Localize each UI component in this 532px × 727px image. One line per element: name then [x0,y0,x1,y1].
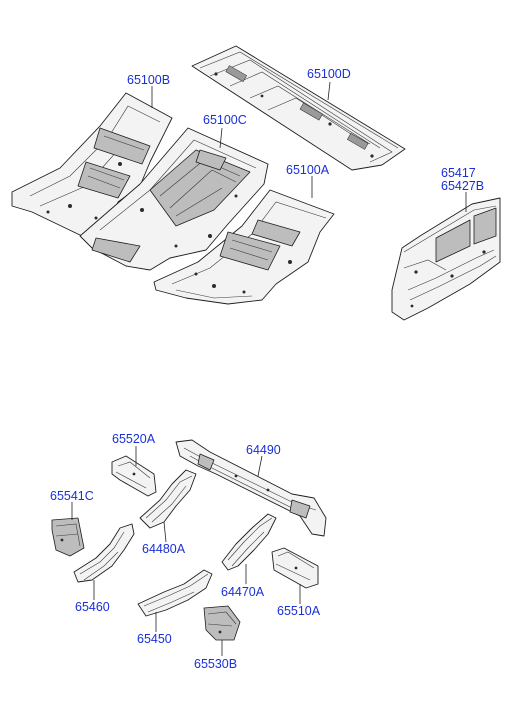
part-65450-rail [137,569,213,617]
label-65520A: 65520A [112,432,156,446]
part-65520A-bracket [111,455,157,497]
part-64490-crossmember [175,439,327,537]
label-65427B: 65427B [441,179,484,193]
part-65100D-panel [191,45,406,171]
label-65541C: 65541C [50,489,94,503]
label-65100C: 65100C [203,113,247,127]
part-65100A-panel [153,189,335,305]
part-64480A-rail [139,469,197,529]
part-65100C-panel [79,127,269,271]
label-65460: 65460 [75,600,110,614]
label-64480A: 64480A [142,542,186,556]
leader-64480A [163,521,167,543]
label-65100D: 65100D [307,67,351,81]
part-65541C-plate [51,517,85,557]
label-65510A: 65510A [277,604,321,618]
label-65530B: 65530B [194,657,237,671]
label-65100B: 65100B [127,73,170,87]
part-65510A-bracket [271,547,319,589]
label-64490: 64490 [246,443,281,457]
part-65460-rail [73,523,135,583]
leader-65100D [327,81,331,101]
part-64470A-member [221,513,277,571]
part-65100B-panel [11,92,173,237]
label-65450: 65450 [137,632,172,646]
label-65417: 65417 [441,166,476,180]
label-65100A: 65100A [286,163,330,177]
leader-64490 [257,455,263,477]
part-65417-side-panel [391,197,501,321]
label-64470A: 64470A [221,585,265,599]
leader-65100C [219,127,223,149]
part-65530B-plate [203,605,241,641]
